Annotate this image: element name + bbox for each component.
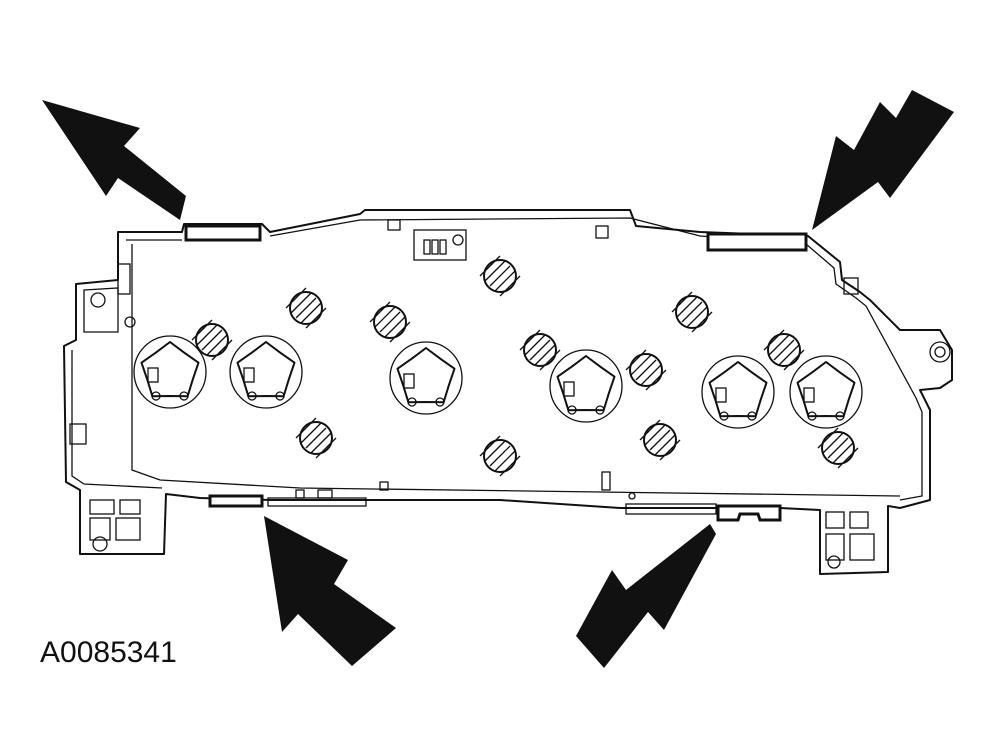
gauge-pad bbox=[549, 349, 623, 423]
cluster-housing bbox=[63, 209, 953, 575]
arrow-top-left bbox=[42, 100, 186, 220]
bottom-left-mount bbox=[89, 499, 141, 552]
arrow-bottom-right bbox=[576, 524, 716, 668]
gauge-pad bbox=[229, 335, 303, 409]
bulb-socket bbox=[671, 291, 713, 333]
bulb-socket bbox=[639, 419, 681, 461]
bulb-socket bbox=[763, 329, 805, 371]
bulb-socket bbox=[285, 287, 327, 329]
clip-top-left bbox=[184, 224, 262, 242]
right-mount-tab bbox=[843, 277, 951, 363]
gauge-pad bbox=[133, 335, 207, 409]
bulb-socket bbox=[295, 417, 337, 459]
arrow-top-right bbox=[812, 90, 954, 230]
gauge-pad bbox=[789, 355, 863, 429]
bulb-socket bbox=[817, 427, 859, 469]
bulb-socket bbox=[479, 255, 521, 297]
clip-bottom-left bbox=[208, 494, 264, 508]
clip-bottom-right bbox=[716, 504, 782, 522]
gauge-pad bbox=[701, 355, 775, 429]
bulb-socket bbox=[479, 435, 521, 477]
bulb-socket bbox=[519, 329, 561, 371]
bulb-socket bbox=[191, 319, 233, 361]
bulb-socket bbox=[625, 349, 667, 391]
clip-top-right bbox=[706, 232, 808, 252]
bulb-sockets bbox=[191, 255, 859, 477]
callout-arrows bbox=[42, 90, 954, 668]
gauge-pads bbox=[133, 335, 863, 429]
gauge-pad bbox=[389, 341, 463, 415]
bottom-right-mount bbox=[825, 511, 875, 569]
arrow-bottom-left bbox=[264, 516, 396, 666]
bulb-socket bbox=[369, 301, 411, 343]
bottom-edge-details bbox=[267, 471, 717, 515]
retaining-clips bbox=[184, 224, 808, 522]
figure-id-label: A0085341 bbox=[40, 636, 177, 669]
top-connector bbox=[387, 219, 609, 261]
